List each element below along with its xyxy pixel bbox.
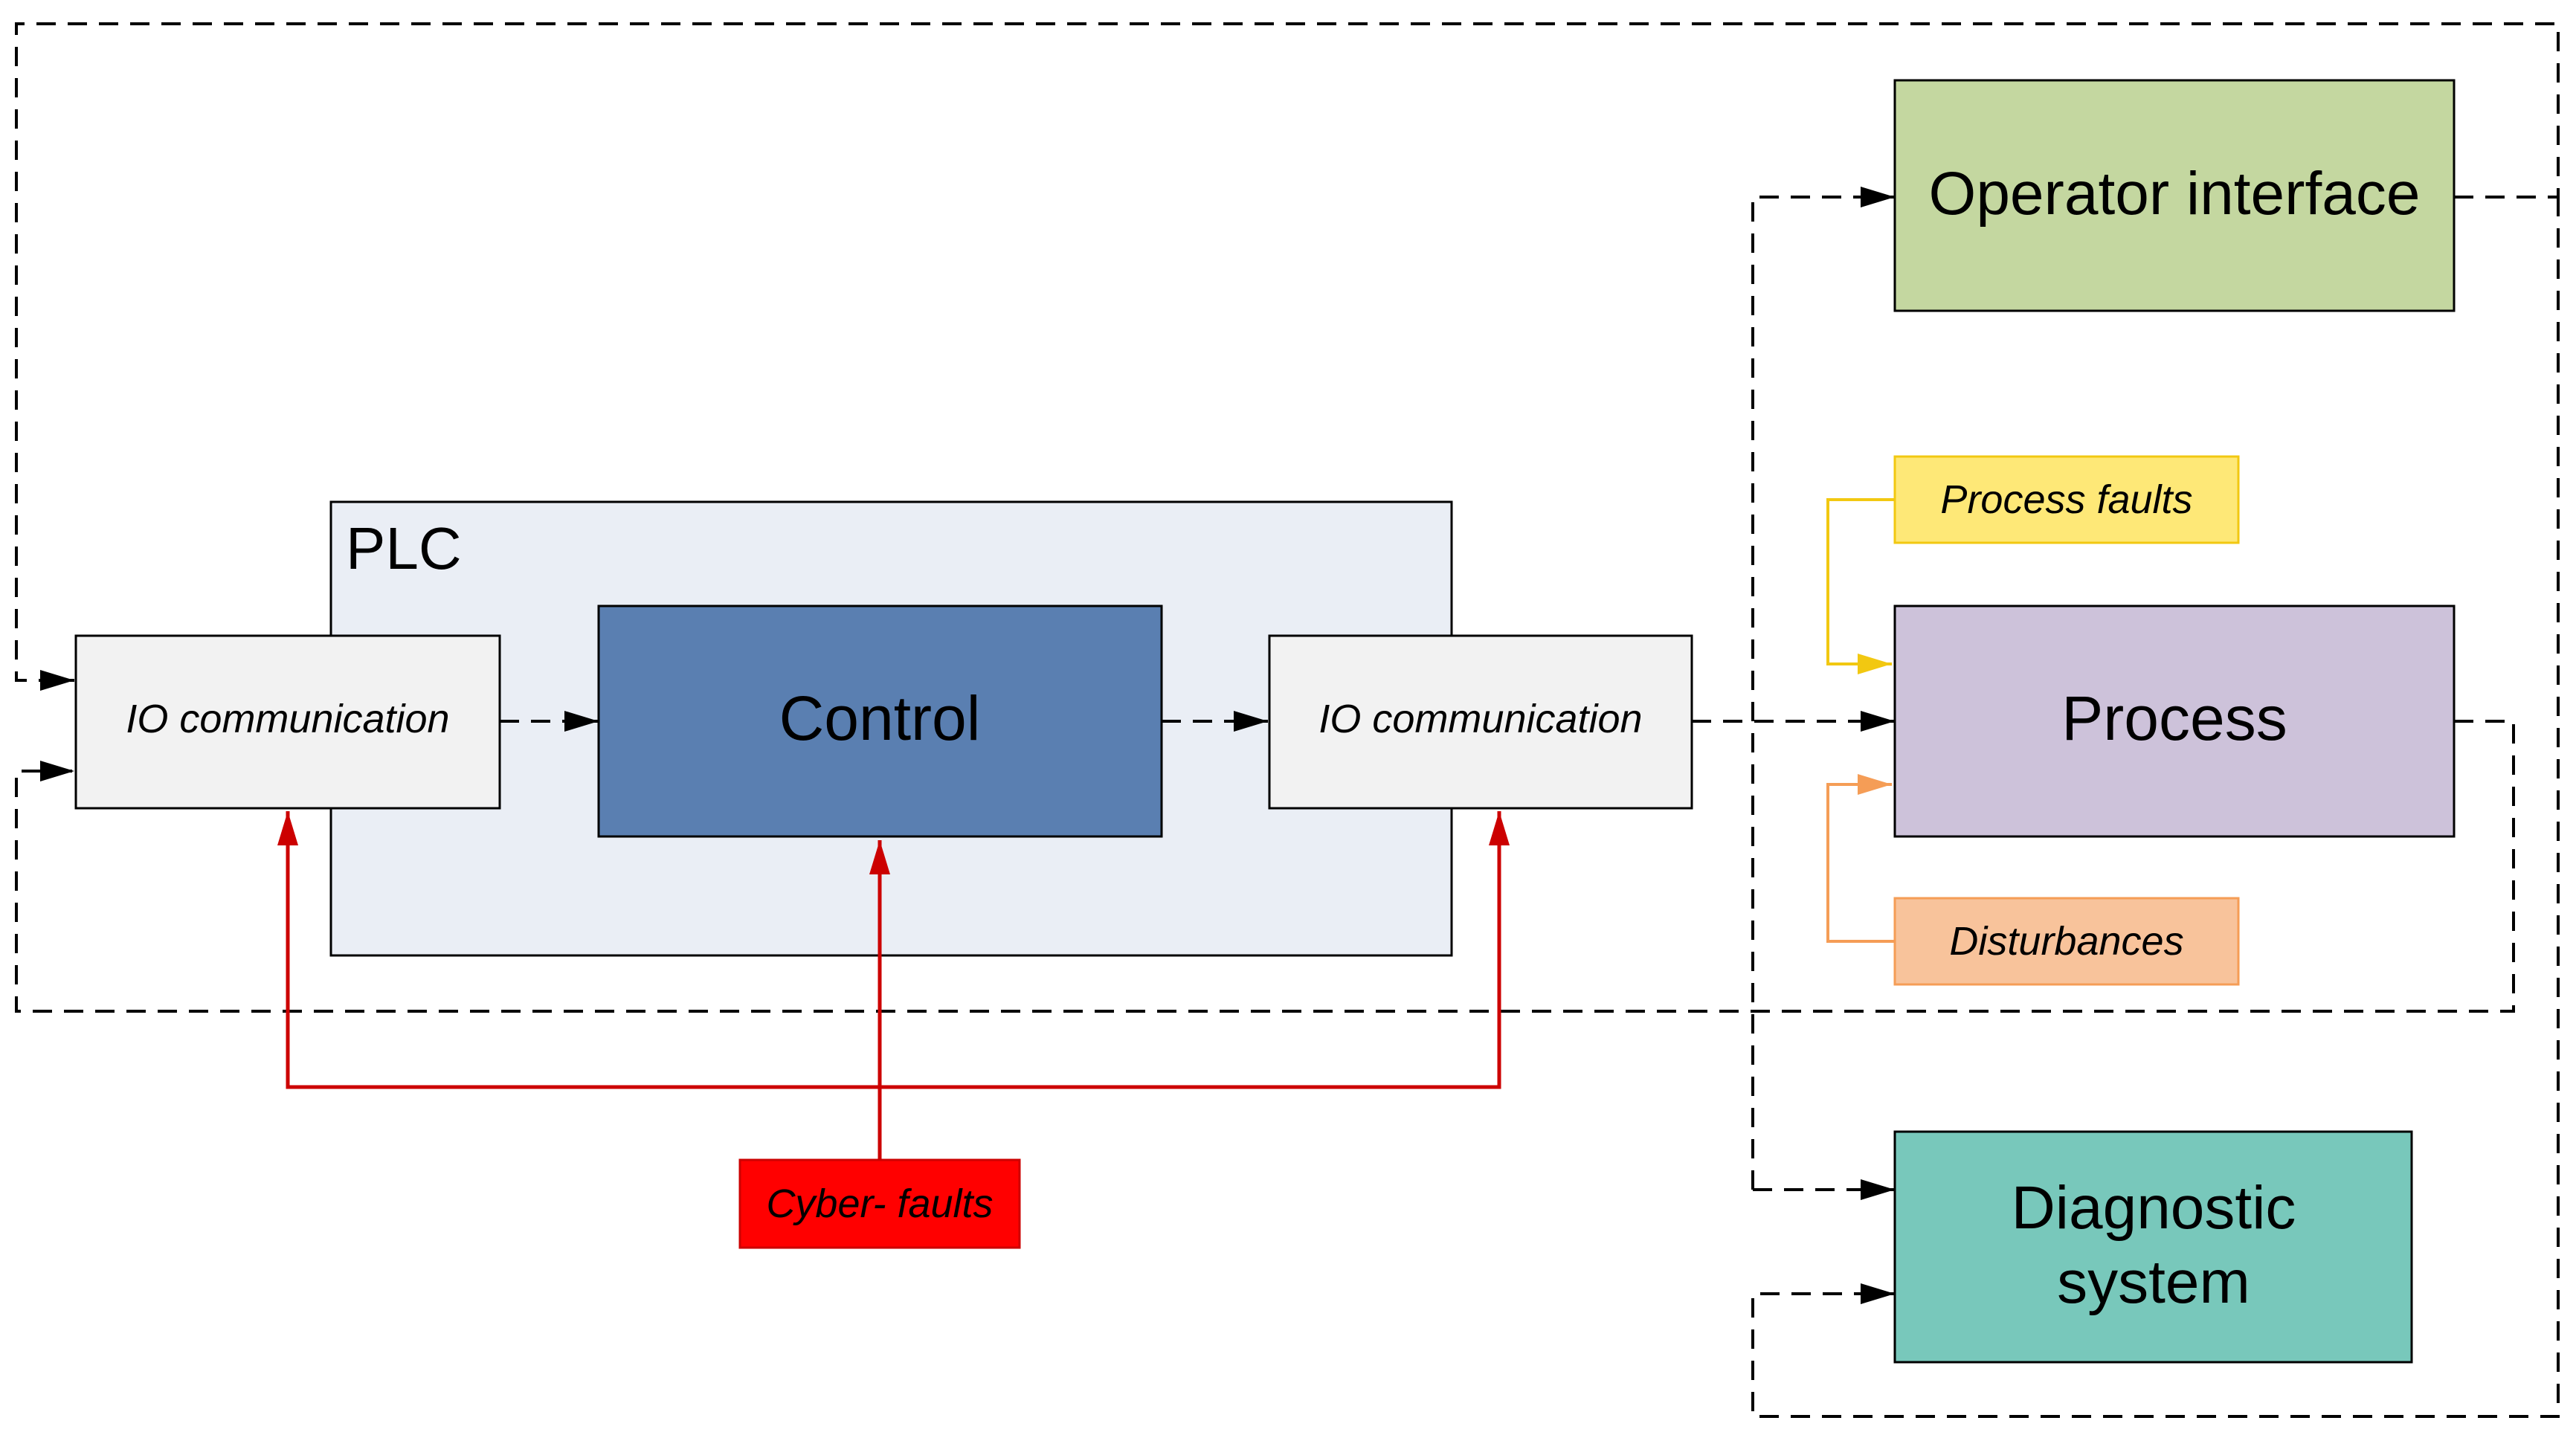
process-faults-label: Process faults (1940, 477, 2192, 522)
connector-loop-to-diagnostic (1751, 197, 2560, 1418)
io-communication-left-box (74, 634, 501, 810)
process-faults-box (1893, 455, 2240, 544)
diagnostic-system-label-line1: Diagnostic (2012, 1174, 2296, 1242)
control-box (597, 604, 1163, 838)
cyber-faults-label: Cyber- faults (766, 1181, 993, 1226)
connector-cyber-faults-to-io-left (277, 811, 880, 1089)
io-communication-right-box (1268, 634, 1693, 810)
process-box (1893, 604, 2456, 838)
connector-bus-to-operator (1751, 187, 1895, 1190)
process-label: Process (2061, 683, 2287, 753)
connector-process-faults-to-process (1826, 498, 1895, 674)
disturbances-box (1893, 897, 2240, 986)
diagnostic-system-label-line2: system (2057, 1248, 2250, 1316)
connector-process-to-io-left (15, 720, 2515, 1013)
diagnostic-system-box (1893, 1130, 2413, 1364)
io-communication-right-label: IO communication (1318, 697, 1642, 741)
operator-interface-label: Operator interface (1929, 160, 2421, 228)
operator-interface-box (1893, 79, 2456, 312)
control-label: Control (779, 683, 981, 753)
io-communication-left-label: IO communication (126, 697, 449, 741)
plc-label: PLC (346, 515, 462, 581)
connector-operator-to-io-left (15, 22, 2560, 691)
cyber-faults-box (738, 1158, 1021, 1249)
connector-disturbances-to-process (1826, 774, 1895, 943)
disturbances-label: Disturbances (1949, 919, 2183, 964)
connector-cyber-faults-to-io-right (880, 811, 1510, 1089)
